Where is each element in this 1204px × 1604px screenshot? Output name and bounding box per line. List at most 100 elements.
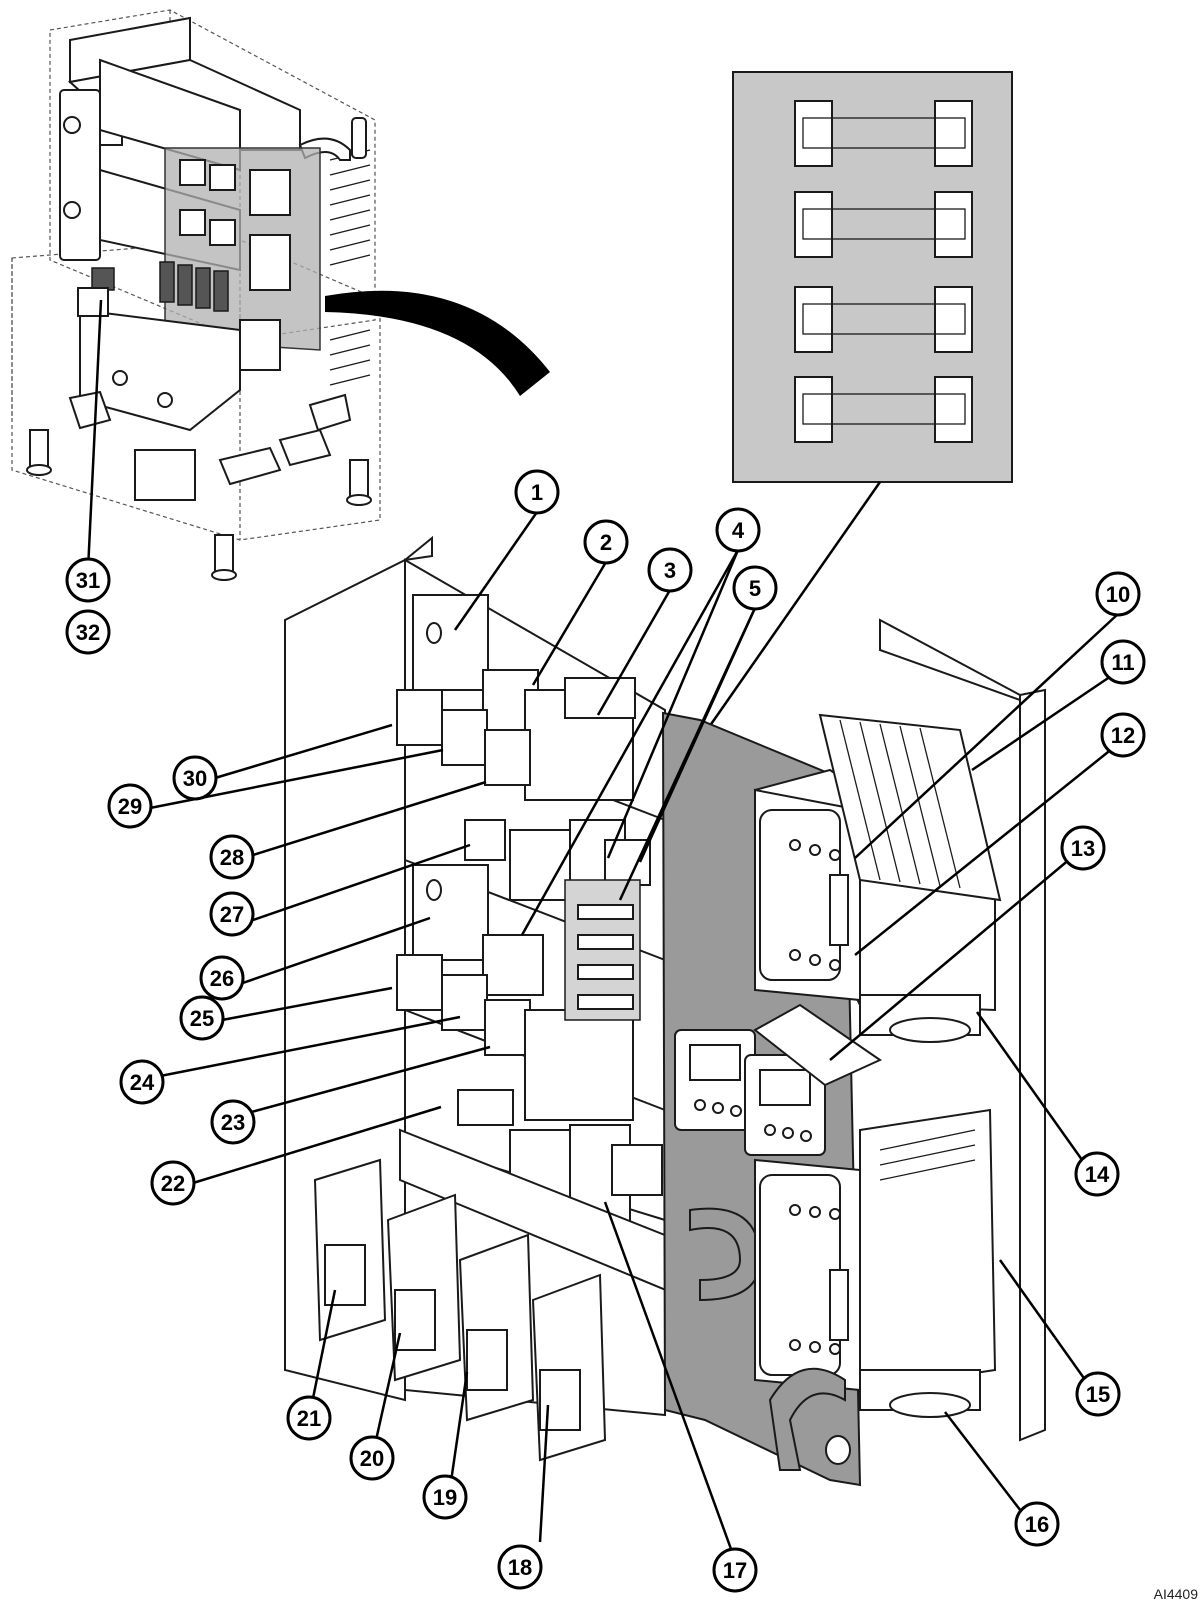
callout-11: 11 [1100,639,1146,685]
callout-20: 20 [349,1435,395,1481]
callout-circle [712,1547,758,1593]
callout-circle [179,995,225,1041]
callout-circle [107,783,153,829]
callout-label: 3 [664,558,676,583]
callout-label: 20 [360,1446,384,1471]
callout-circle [65,609,111,655]
callout-label: 16 [1025,1512,1049,1537]
fuse-3 [794,286,973,353]
callout-28: 28 [209,834,255,880]
callout-circle [65,557,111,603]
callout-10: 10 [1095,571,1141,617]
callout-circle [1014,1501,1060,1547]
callout-circle [422,1474,468,1520]
callout-24: 24 [119,1059,165,1105]
callout-15: 15 [1075,1371,1121,1417]
zoom-arrow [325,290,550,396]
callout-circle [209,891,255,937]
callout-18: 18 [497,1544,543,1590]
vent-slats [329,149,371,386]
appliance-overview [11,9,550,581]
callout-circle [1095,571,1141,617]
callout-label: 14 [1085,1162,1110,1187]
callout-label: 13 [1071,836,1095,861]
callout-label: 26 [210,966,234,991]
fuse-1 [794,100,973,167]
callout-26: 26 [199,955,245,1001]
callout-13: 13 [1060,825,1106,871]
callout-circle [1100,639,1146,685]
fuse-4 [794,376,973,443]
fuse-2 [794,191,973,258]
callout-label: 25 [190,1006,214,1031]
callout-21: 21 [286,1395,332,1441]
callout-label: 29 [118,794,142,819]
callout-label: 2 [600,530,612,555]
callout-label: 4 [732,518,745,543]
callout-circle [715,507,761,553]
callout-circle [732,565,778,611]
callout-label: 24 [130,1070,155,1095]
callout-label: 12 [1111,723,1135,748]
callout-label: 11 [1111,650,1134,675]
callout-label: 28 [220,845,244,870]
callout-circle [199,955,245,1001]
callout-circle [514,469,560,515]
callout-circle [349,1435,395,1481]
callout-label: 17 [723,1558,747,1583]
callout-circle [119,1059,165,1105]
callout-circle [286,1395,332,1441]
callout-1: 1 [514,469,560,515]
callout-2: 2 [583,519,629,565]
upper-drive [753,713,1002,1043]
callout-5: 5 [732,565,778,611]
callout-label: 15 [1086,1382,1110,1407]
lower-drive [754,1108,997,1471]
main-assembly [284,535,1046,1487]
leader-lines [86,299,1124,1561]
callout-label: 21 [297,1406,321,1431]
callout-label: 32 [76,620,100,645]
board-components [396,594,663,1226]
callout-circle [1060,825,1106,871]
callout-circle [210,1099,256,1145]
callout-16: 16 [1014,1501,1060,1547]
callout-17: 17 [712,1547,758,1593]
callout-circle [1074,1151,1120,1197]
callout-circle [1100,712,1146,758]
fuse-inset [698,71,1013,741]
callout-circle [172,755,218,801]
callout-circle [583,519,629,565]
controllers [674,1003,883,1156]
callout-circle [497,1544,543,1590]
callout-4: 4 [715,507,761,553]
callout-label: 19 [433,1485,457,1510]
callout-12: 12 [1100,712,1146,758]
callout-25: 25 [179,995,225,1041]
callout-label: 30 [183,766,207,791]
callout-23: 23 [210,1099,256,1145]
callout-3: 3 [647,547,693,593]
callout-label: 1 [531,480,543,505]
callout-22: 22 [150,1160,196,1206]
callout-circle [1075,1371,1121,1417]
callout-27: 27 [209,891,255,937]
drawing-id: AI4409 [1153,1586,1198,1602]
callout-14: 14 [1074,1151,1120,1197]
callout-32: 32 [65,609,111,655]
callout-31: 31 [65,557,111,603]
callout-circle [209,834,255,880]
callout-label: 27 [220,902,244,927]
callout-label: 31 [76,568,100,593]
callout-circle [150,1160,196,1206]
callout-label: 5 [749,576,761,601]
callout-circle [647,547,693,593]
callout-label: 18 [508,1555,532,1580]
callout-19: 19 [422,1474,468,1520]
callout-30: 30 [172,755,218,801]
callout-label: 10 [1106,582,1130,607]
callout-29: 29 [107,783,153,829]
